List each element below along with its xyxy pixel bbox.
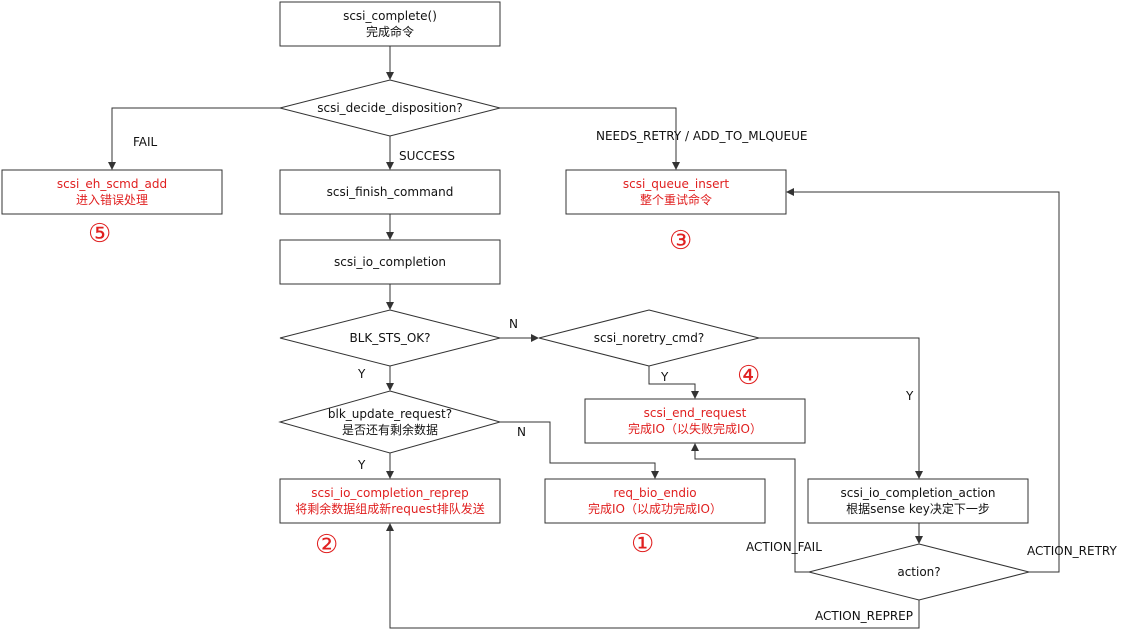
node-blk-update-request: blk_update_request? 是否还有剩余数据 (280, 391, 500, 453)
node-completion-action: scsi_io_completion_action 根据sense key决定下… (808, 479, 1028, 523)
node-end-request-desc: 完成IO（以失败完成IO） (628, 422, 762, 436)
node-req-bio-endio-desc: 完成IO（以成功完成IO） (588, 502, 722, 516)
node-req-bio-endio-title: req_bio_endio (613, 486, 697, 500)
node-req-bio-endio: req_bio_endio 完成IO（以成功完成IO） (545, 479, 765, 523)
edge-label-n-update: N (517, 425, 526, 439)
node-queue-insert-shape (565, 169, 787, 215)
edge-noretry-to-end (648, 366, 699, 399)
step-marker-5: ⑤ (88, 219, 112, 249)
step-marker-1: ① (631, 529, 655, 559)
node-completion-action-desc: 根据sense key决定下一步 (846, 502, 990, 516)
node-finish-command-title: scsi_finish_command (326, 185, 454, 199)
node-blk-update-request-desc: 是否还有剩余数据 (341, 423, 438, 437)
edge-label-action-retry: ACTION_RETRY (1027, 544, 1117, 558)
node-completion-reprep-desc: 将剩余数据组成新request排队发送 (295, 502, 485, 516)
node-eh-scmd-add: scsi_eh_scmd_add 进入错误处理 (2, 170, 222, 214)
node-io-completion: scsi_io_completion (280, 240, 500, 284)
edge-label-y-update: Y (358, 458, 366, 472)
edge-decide-to-queue (500, 107, 680, 170)
node-completion-action-shape (807, 478, 1029, 524)
node-completion-action-title: scsi_io_completion_action (840, 486, 996, 500)
edge-label-y-noretry-right: Y (906, 389, 914, 403)
edge-action-fail-to-end (691, 443, 809, 573)
node-queue-insert-desc: 整个重试命令 (639, 193, 712, 207)
node-scsi-complete-desc: 完成命令 (365, 25, 414, 39)
node-decide-disposition: scsi_decide_disposition? (280, 80, 500, 136)
node-blk-update-request-title: blk_update_request? (327, 407, 453, 421)
edge-label-action-reprep: ACTION_REPREP (815, 609, 913, 623)
node-end-request: scsi_end_request 完成IO（以失败完成IO） (585, 399, 805, 443)
step-marker-3: ③ (669, 226, 693, 256)
node-io-completion-shape (279, 239, 501, 285)
node-eh-scmd-add-shape (1, 169, 223, 215)
node-action: action? (809, 544, 1029, 600)
edge-label-y-blk-sts: Y (358, 367, 366, 381)
node-end-request-title: scsi_end_request (643, 406, 747, 420)
edge-label-y-noretry: Y (661, 370, 669, 384)
edge-label-needs-retry: NEEDS_RETRY / ADD_TO_MLQUEUE (596, 129, 808, 143)
node-io-completion-title: scsi_io_completion (333, 255, 447, 269)
edge-label-fail: FAIL (133, 135, 158, 149)
node-eh-scmd-add-desc: 进入错误处理 (75, 193, 148, 207)
edge-label-success: SUCCESS (399, 149, 455, 163)
node-action-title: action? (897, 565, 941, 579)
node-finish-command-shape (279, 169, 501, 215)
node-end-request-shape (584, 398, 806, 444)
node-blk-sts-ok-title: BLK_STS_OK? (349, 331, 431, 345)
node-finish-command: scsi_finish_command (280, 170, 500, 214)
node-scsi-complete: scsi_complete() 完成命令 (280, 2, 500, 46)
edge-action-reprep-to-reprep (386, 523, 920, 629)
edge-label-n-blk-sts: N (509, 317, 518, 331)
edge-action-retry-to-queue (786, 188, 1060, 573)
edge-noretry-to-action (759, 337, 923, 479)
edge-update-to-endio (500, 421, 659, 479)
node-req-bio-endio-shape (544, 478, 766, 524)
node-completion-reprep-title: scsi_io_completion_reprep (311, 486, 469, 500)
node-noretry-cmd: scsi_noretry_cmd? (539, 310, 759, 366)
edge-decide-to-eh (108, 107, 280, 170)
node-scsi-complete-shape (279, 1, 501, 47)
node-eh-scmd-add-title: scsi_eh_scmd_add (56, 177, 168, 191)
edge-label-action-fail: ACTION_FAIL (746, 540, 822, 554)
node-queue-insert: scsi_queue_insert 整个重试命令 (566, 170, 786, 214)
node-completion-reprep: scsi_io_completion_reprep 将剩余数据组成新reques… (280, 479, 500, 523)
node-queue-insert-title: scsi_queue_insert (622, 177, 730, 191)
step-marker-4: ④ (737, 361, 761, 391)
step-marker-2: ② (315, 530, 339, 560)
node-noretry-cmd-title: scsi_noretry_cmd? (593, 331, 705, 345)
node-blk-sts-ok: BLK_STS_OK? (280, 310, 500, 366)
node-scsi-complete-title: scsi_complete() (343, 9, 437, 23)
node-decide-disposition-title: scsi_decide_disposition? (317, 101, 463, 115)
